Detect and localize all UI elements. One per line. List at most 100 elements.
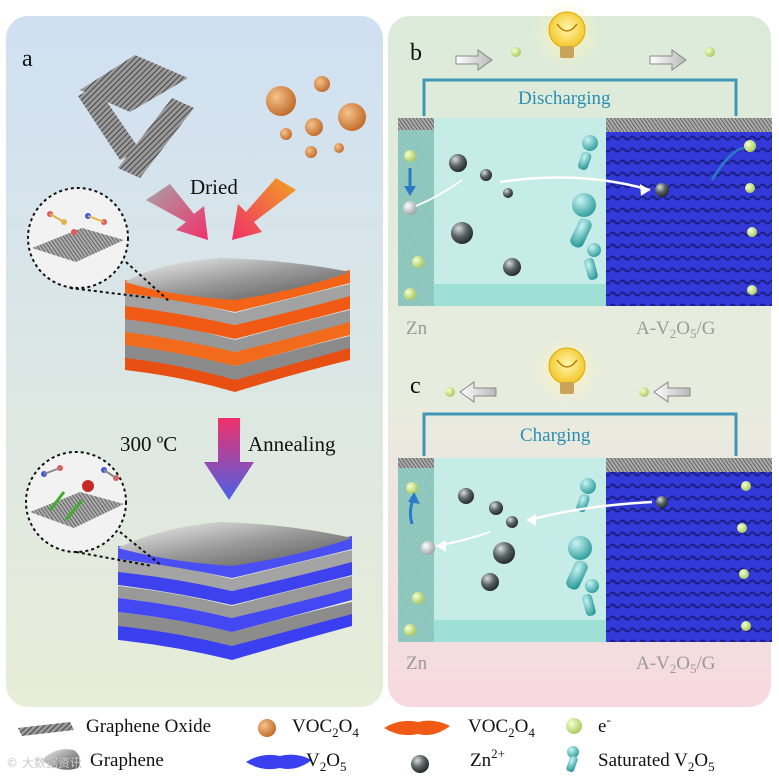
zn-ion [480, 169, 492, 181]
electron-flow-arrow [653, 381, 691, 403]
external-circuit [422, 78, 738, 116]
ion-path [529, 500, 653, 522]
zoom-inset-graphene-oxide [27, 187, 171, 303]
v2o5-graphene-stack [118, 522, 352, 660]
graphene-layer [118, 576, 352, 618]
electron [639, 387, 649, 397]
legend-saturated-v2o5-label: Saturated V2O5 [598, 750, 715, 774]
battery-discharging [398, 118, 772, 306]
legend-zn-ion-swatch [411, 755, 429, 773]
electron [744, 140, 756, 152]
v2o5-layer [118, 586, 352, 632]
graphene-layer [125, 284, 350, 325]
electron-path [710, 146, 745, 181]
legend-electron-swatch [566, 718, 582, 734]
dried-label: Dried [190, 175, 238, 199]
v2o5-layer [118, 536, 352, 578]
zn-ion [503, 258, 521, 276]
zn-ion [451, 222, 473, 244]
lightbulb-icon [533, 336, 601, 404]
voc-particle [280, 128, 292, 140]
v2o5-layer [118, 612, 352, 660]
battery-charging [398, 458, 772, 642]
legend: Graphene Oxide VOC2O4 VOC2O4 e- Graphene… [18, 712, 715, 774]
zn-ion-intercalated [656, 496, 668, 508]
voc-particles [266, 76, 366, 158]
graphene-layer [118, 602, 352, 646]
zoom-lattice [32, 228, 124, 262]
zn-ion [481, 573, 499, 591]
zn-ion [506, 516, 518, 528]
legend-saturated-v2o5-swatch [566, 746, 579, 773]
electron [705, 47, 715, 57]
cathode-label: A-V2O5/G [636, 318, 716, 341]
graphene-oxide-sheet [78, 86, 140, 160]
graphene-oxide-sheet [80, 55, 188, 112]
cathode-label: A-V2O5/G [636, 653, 716, 676]
graphene-layer [125, 310, 350, 352]
zoom-leader [69, 287, 153, 299]
dried-arrow-right [232, 178, 296, 240]
zn-ion [489, 501, 503, 515]
electron [406, 482, 418, 494]
electron [747, 227, 757, 237]
electron [741, 621, 751, 631]
saturated-v2o5-icons [566, 478, 599, 617]
electron [737, 523, 747, 533]
electron [412, 592, 424, 604]
legend-voc-particle-label: VOC2O4 [292, 716, 359, 740]
legend-v2o5-swatch [246, 754, 312, 770]
electron [404, 150, 416, 162]
zn-ion [449, 154, 467, 172]
graphene-top-layer [118, 522, 352, 566]
electron [741, 481, 751, 491]
graphene-top-layer [125, 258, 350, 300]
legend-graphene-swatch [42, 749, 81, 770]
graphene-oxide-sheets [78, 55, 194, 178]
electron [511, 47, 521, 57]
panel-a-label: a [22, 46, 33, 72]
zn-atom [403, 201, 417, 215]
zoom-lattice [30, 492, 124, 528]
panel-b: b Discharging [398, 0, 772, 341]
electron [445, 387, 455, 397]
annealing-arrow [204, 418, 254, 500]
legend-voc-layer-label: VOC2O4 [468, 716, 535, 740]
panel-c-label: c [410, 373, 421, 399]
watermark: © 大数据资讯 [6, 756, 82, 770]
graphene-oxide-sheet [118, 98, 194, 178]
voc-layer [125, 320, 350, 366]
lightbulb-icon [533, 0, 601, 68]
legend-electron-label: e- [598, 712, 611, 737]
zn-ion-intercalated [655, 183, 669, 197]
anode-label: Zn [406, 653, 428, 674]
voc-graphene-stack [125, 258, 350, 392]
charging-label: Charging [520, 425, 591, 446]
electron [404, 288, 416, 300]
zn-ion [503, 188, 513, 198]
electron [739, 569, 749, 579]
panel-c: c Charging [398, 336, 772, 676]
electron [412, 256, 424, 268]
electron [747, 285, 757, 295]
voc-layer [125, 295, 350, 339]
zn-ion [493, 542, 515, 564]
voc-particle [334, 143, 344, 153]
dried-arrow-left [146, 184, 208, 240]
external-circuit [422, 412, 738, 456]
graphene-layer [118, 550, 352, 591]
legend-voc-particle-swatch [258, 719, 276, 737]
legend-voc-layer-swatch [384, 720, 450, 736]
legend-zn-ion-label: Zn2+ [470, 746, 505, 771]
ion-path [415, 179, 463, 207]
legend-graphene-label: Graphene [90, 750, 164, 771]
voc-particle [338, 103, 366, 131]
ion-path [499, 176, 651, 192]
panel-b-label: b [410, 40, 422, 66]
electron-flow-arrow [455, 49, 493, 71]
voc-layer [125, 345, 350, 392]
anode-label: Zn [406, 318, 428, 339]
annealing-label: Annealing [248, 432, 336, 456]
discharging-label: Discharging [518, 88, 611, 109]
